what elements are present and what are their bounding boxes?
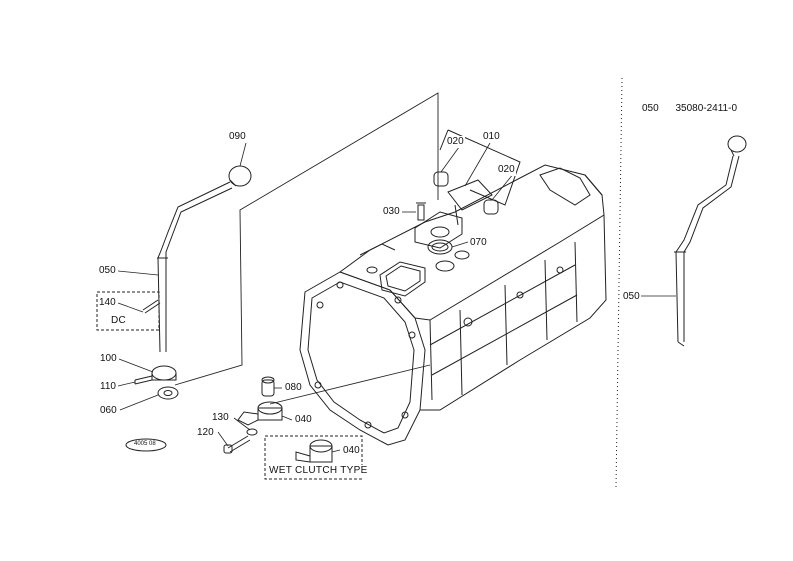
callout-030: 030 bbox=[382, 206, 401, 218]
callout-040-wet-clutch: 040 bbox=[342, 445, 361, 457]
stamp-text: 4005 08 bbox=[134, 441, 156, 447]
detail-lever bbox=[674, 135, 747, 347]
wet-clutch-arm bbox=[295, 439, 333, 463]
shift-arm-assembly bbox=[223, 376, 283, 454]
callout-040: 040 bbox=[294, 414, 313, 426]
shift-lever-assembly bbox=[134, 165, 252, 400]
detail-separator bbox=[615, 77, 623, 489]
detail-part-reference: 050 35080-2411-0 bbox=[642, 103, 751, 114]
callout-050: 050 bbox=[98, 265, 117, 277]
dc-box bbox=[96, 291, 160, 331]
callout-020-right: 020 bbox=[497, 164, 516, 176]
leader-lines bbox=[174, 92, 439, 405]
detail-part-number: 35080-2411-0 bbox=[675, 103, 738, 114]
transmission-housing bbox=[299, 164, 607, 446]
callout-leaders bbox=[117, 142, 676, 453]
callout-060: 060 bbox=[99, 405, 118, 417]
callout-010: 010 bbox=[482, 131, 501, 143]
callout-020-left: 020 bbox=[446, 136, 465, 148]
callout-090: 090 bbox=[228, 131, 247, 143]
callout-080: 080 bbox=[284, 382, 303, 394]
callout-130: 130 bbox=[211, 412, 230, 424]
dc-box-label: DC bbox=[110, 315, 128, 327]
callout-110: 110 bbox=[99, 381, 117, 393]
callout-120: 120 bbox=[196, 427, 215, 439]
callout-050-detail: 050 bbox=[622, 291, 641, 303]
stamp-oval bbox=[125, 438, 167, 452]
callout-070: 070 bbox=[469, 237, 488, 249]
wet-clutch-box-label: WET CLUTCH TYPE bbox=[268, 465, 369, 477]
callout-140: 140 bbox=[98, 297, 117, 309]
shift-bracket-assembly bbox=[414, 129, 521, 255]
detail-ref-number: 050 bbox=[642, 103, 659, 114]
callout-100: 100 bbox=[99, 353, 118, 365]
